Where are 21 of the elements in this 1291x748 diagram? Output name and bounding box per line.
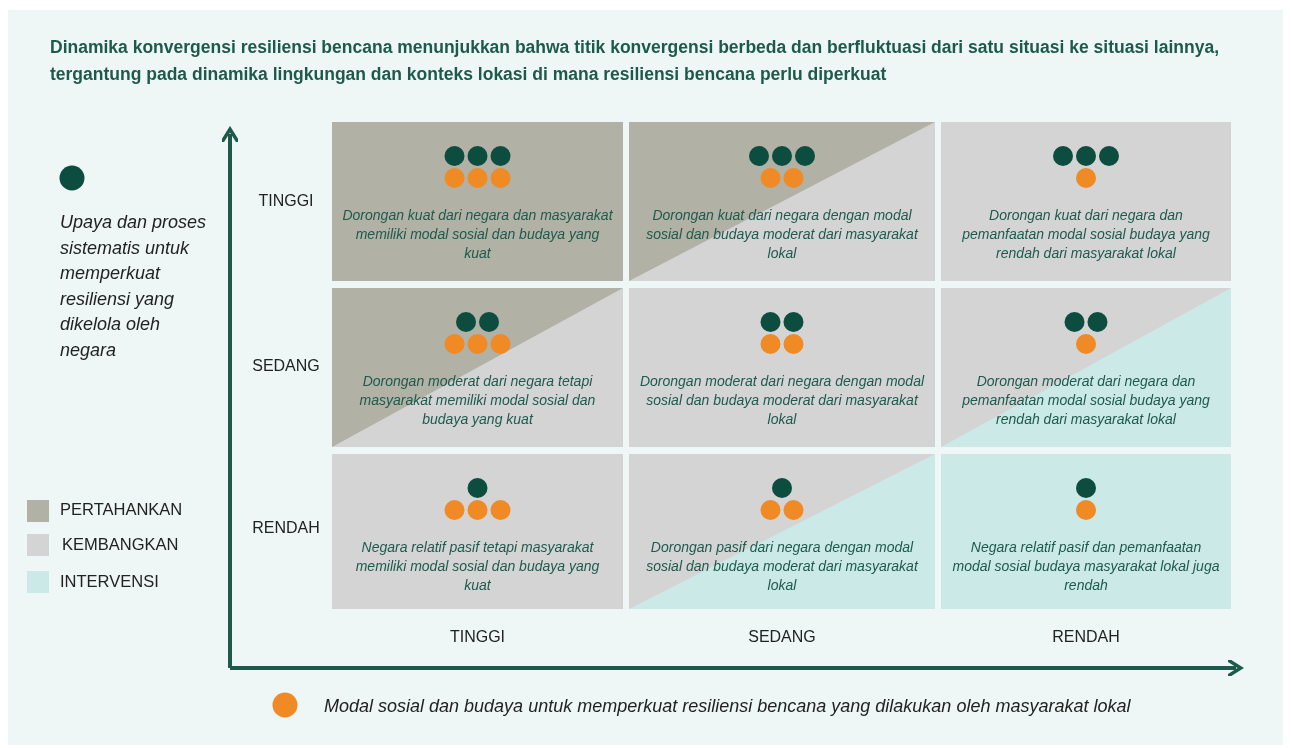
x-axis-label: RENDAH (1051, 628, 1121, 646)
y-axis-label: TINGGI (257, 192, 315, 210)
x-axis-label: TINGGI (448, 628, 507, 646)
cell-description: Dorongan moderat dari negara dengan modal sosial dan budaya moderat dari masyarakat lokal (639, 372, 925, 429)
cell-description: Negara relatif pasif dan pemanfaatan modal sosial budaya masyarakat lokal juga rendah (951, 538, 1221, 595)
y-axis-label: SEDANG (251, 357, 321, 375)
cell-description: Dorongan kuat dari negara dan masyarakat memiliki modal sosial dan budaya yang kuat (342, 206, 613, 263)
legend-text: Modal sosial dan budaya untuk memperkuat resiliensi bencana yang dilakukan oleh masyarakat lokal (324, 695, 1132, 718)
cell-description: Dorongan kuat dari negara dan pemanfaatan modal sosial budaya yang rendah dari masyarakat lokal (961, 206, 1211, 263)
legend-text: PERTAHANKAN (60, 500, 183, 519)
cell-description: Dorongan kuat dari negara dengan modal sosial dan budaya moderat dari masyarakat lokal (645, 206, 920, 263)
y-axis-label: RENDAH (251, 519, 321, 537)
legend-text: Upaya dan proses sistematis untuk memperkuat resiliensi yang dikelola oleh negara (60, 211, 208, 362)
title: Dinamika konvergensi resiliensi bencana menunjukkan bahwa titik konvergensi berbeda dan berfluktuasi dari satu situasi ke situasi lainnya, tergantung pada dinamika lingkungan dan konteks lokasi di mana resiliensi bencana perlu diperkuat (50, 36, 1220, 86)
x-axis-label: SEDANG (747, 628, 817, 646)
legend-text: INTERVENSI (60, 572, 159, 591)
cell-description: Dorongan pasif dari negara dengan modal sosial dan budaya moderat dari masyarakat lokal (645, 538, 920, 595)
cell-description: Dorongan moderat dari negara dan pemanfaatan modal sosial budaya yang rendah dari masyarakat lokal (961, 372, 1211, 429)
cell-description: Dorongan moderat dari negara tetapi masyarakat memiliki modal sosial dan budaya yang kuat (358, 372, 597, 429)
legend-text: KEMBANGKAN (62, 535, 179, 554)
cell-description: Negara relatif pasif tetapi masyarakat memiliki modal sosial dan budaya yang kuat (354, 538, 601, 595)
